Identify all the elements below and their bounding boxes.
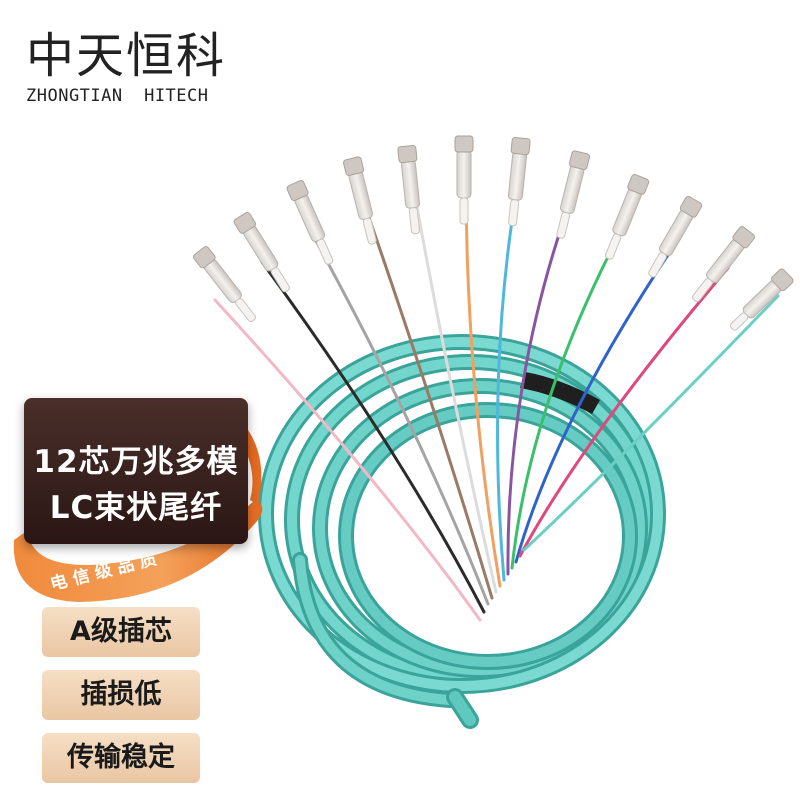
lc-connector bbox=[192, 246, 256, 323]
fiber-gray bbox=[308, 228, 490, 606]
product-title-line-2: LC束状尾纤 bbox=[49, 490, 223, 526]
lc-connectors bbox=[192, 135, 794, 331]
lc-connector bbox=[286, 180, 334, 265]
fiber-aqua bbox=[496, 180, 520, 582]
lc-connector bbox=[397, 144, 421, 235]
fiber-aqua-tail bbox=[522, 294, 780, 552]
fiber-violet bbox=[506, 194, 574, 576]
lc-connector bbox=[507, 136, 531, 227]
lc-connector bbox=[604, 174, 650, 260]
feature-badge-low-loss: 插损低 bbox=[42, 670, 200, 720]
fiber-blue bbox=[514, 238, 680, 564]
lc-connector bbox=[556, 150, 590, 239]
lc-connector bbox=[648, 195, 703, 278]
fiber-green bbox=[510, 216, 630, 570]
brand-logo: 中天恒科 ZHONGTIAN HITECH bbox=[26, 28, 246, 106]
feature-badge-stable: 传输稳定 bbox=[42, 733, 200, 783]
fiber-black bbox=[260, 260, 486, 614]
lc-connector bbox=[692, 226, 756, 303]
fiber-rose bbox=[518, 266, 730, 558]
product-title-line-1: 12芯万兆多模 bbox=[33, 444, 239, 480]
lc-connector bbox=[454, 135, 474, 225]
fiber-pink bbox=[213, 298, 482, 622]
fiber-white bbox=[413, 194, 498, 594]
lc-connector bbox=[729, 268, 794, 331]
lc-connector bbox=[233, 211, 290, 293]
cable-coil bbox=[258, 334, 666, 729]
title-card: 12芯万兆多模 LC束状尾纤 bbox=[24, 398, 248, 544]
fiber-orange bbox=[464, 178, 502, 588]
fiber-brown bbox=[363, 204, 494, 600]
brand-name-en: ZHONGTIAN HITECH bbox=[26, 86, 209, 106]
brand-name-cn: 中天恒科 bbox=[26, 28, 227, 84]
lc-connector bbox=[343, 156, 377, 245]
fiber-strands bbox=[213, 178, 780, 622]
feature-badge-ferrule: A级插芯 bbox=[42, 607, 200, 657]
